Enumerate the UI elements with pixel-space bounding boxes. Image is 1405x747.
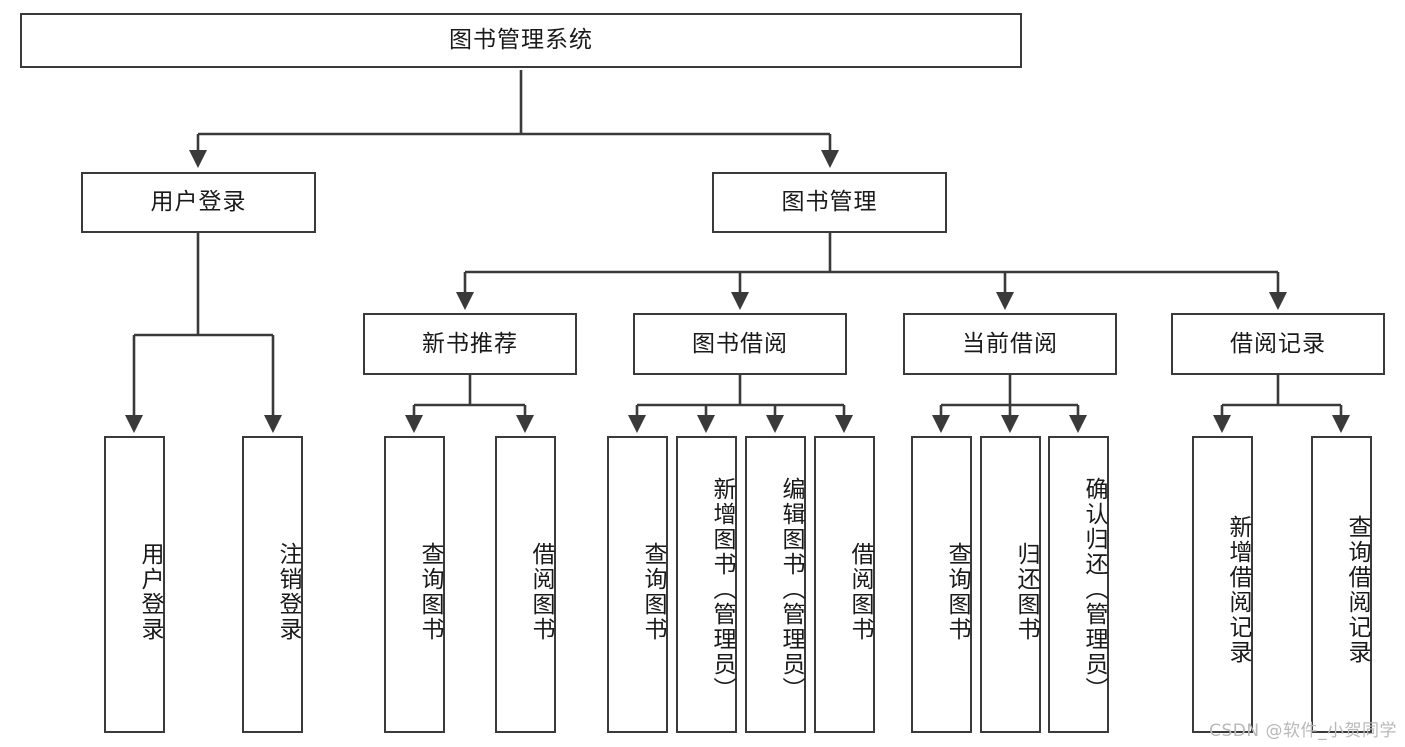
node-new-book[interactable]: 新书推荐 [363,313,577,375]
leaf-borrow-record-1-label: 新增借阅记录 [1225,514,1251,665]
node-borrow-record-label: 借阅记录 [1230,330,1326,357]
leaf-new-book-1-label: 查询图书 [417,541,443,642]
leaf-user-login-1-label: 用户登录 [137,541,163,642]
node-borrow-record[interactable]: 借阅记录 [1171,313,1385,375]
node-root[interactable]: 图书管理系统 [20,13,1022,68]
leaf-current-borrow-2-label: 归还图书 [1013,541,1039,642]
leaf-book-borrow-1[interactable]: 查询图书 [607,436,668,733]
node-current-borrow-label: 当前借阅 [962,330,1058,357]
leaf-current-borrow-1[interactable]: 查询图书 [911,436,972,733]
node-current-borrow[interactable]: 当前借阅 [903,313,1117,375]
node-user-login[interactable]: 用户登录 [81,172,316,233]
leaf-current-borrow-2[interactable]: 归还图书 [980,436,1041,733]
leaf-user-login-1[interactable]: 用户登录 [104,436,165,733]
leaf-new-book-2-label: 借阅图书 [528,541,554,642]
csdn-watermark: CSDN @软件_小贺同学 [1209,721,1397,741]
leaf-new-book-1[interactable]: 查询图书 [384,436,445,733]
leaf-borrow-record-2-label: 查询借阅记录 [1344,514,1370,665]
leaf-book-borrow-4[interactable]: 借阅图书 [814,436,875,733]
node-root-label: 图书管理系统 [449,27,593,54]
leaf-book-borrow-3[interactable]: 编辑图书（管理员） [745,436,806,733]
node-book-borrow-label: 图书借阅 [692,330,788,357]
leaf-user-login-2[interactable]: 注销登录 [242,436,303,733]
node-user-login-label: 用户登录 [150,189,247,216]
leaf-borrow-record-1[interactable]: 新增借阅记录 [1192,436,1253,733]
leaf-new-book-2[interactable]: 借阅图书 [495,436,556,733]
leaf-book-borrow-3-label: 编辑图书（管理员） [778,477,804,702]
node-book-manage-label: 图书管理 [781,189,878,216]
leaf-book-borrow-2[interactable]: 新增图书（管理员） [676,436,737,733]
node-book-borrow[interactable]: 图书借阅 [633,313,847,375]
leaf-user-login-2-label: 注销登录 [275,541,301,642]
leaf-current-borrow-3-label: 确认归还（管理员） [1081,477,1107,702]
node-book-manage[interactable]: 图书管理 [712,172,947,233]
leaf-current-borrow-1-label: 查询图书 [944,541,970,642]
leaf-book-borrow-2-label: 新增图书（管理员） [709,477,735,702]
leaf-borrow-record-2[interactable]: 查询借阅记录 [1311,436,1372,733]
node-new-book-label: 新书推荐 [422,330,518,357]
leaf-book-borrow-4-label: 借阅图书 [847,541,873,642]
leaf-book-borrow-1-label: 查询图书 [640,541,666,642]
leaf-current-borrow-3[interactable]: 确认归还（管理员） [1048,436,1109,733]
